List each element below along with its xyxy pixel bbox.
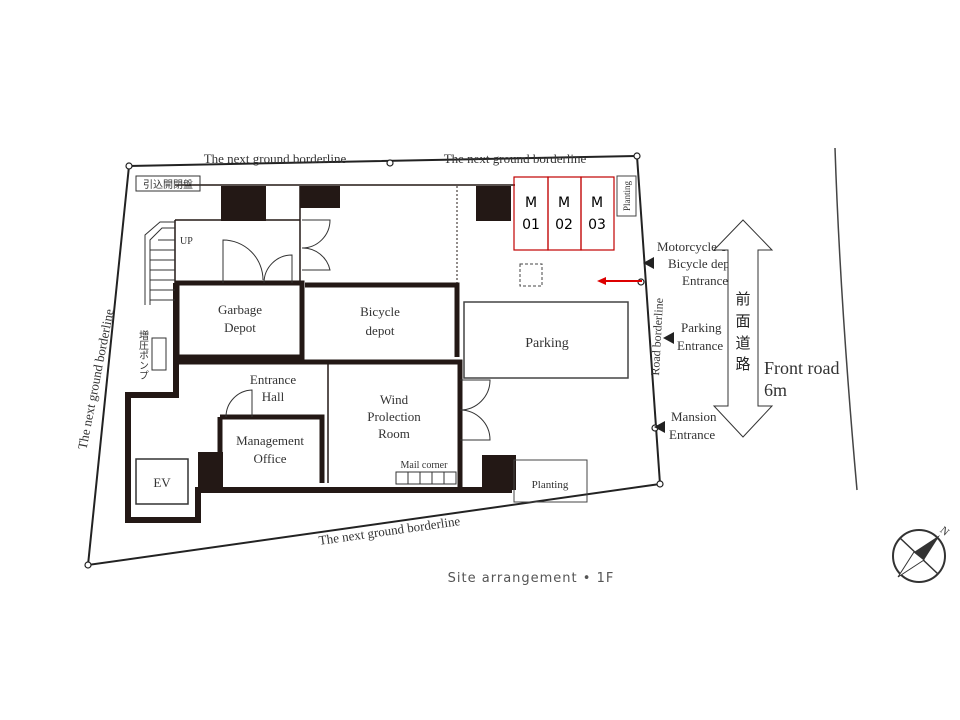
space-2-top: M [558,195,570,211]
planting-top [616,175,637,217]
parking-label: Parking [525,336,569,351]
management-label-2: Office [254,451,287,466]
moto-entrance-label: Motorcycle & [657,239,730,254]
motorcycle-spaces [513,176,615,251]
border-label-left: The next ground borderline [75,307,117,450]
border-label-top-right: The next ground borderline [444,151,587,166]
space-3-top: M [591,195,603,211]
road-edge [834,147,858,491]
moto-entrance-label-3: Entrance [682,273,728,288]
doors [222,219,491,441]
wind-room-label: Wind [380,392,409,407]
parking-entrance-label-2: Entrance [677,338,723,353]
stairs [144,221,175,305]
road-jp-4: 路 [735,355,750,373]
parking-area [463,301,629,379]
space-3-bottom: 03 [588,217,606,233]
caption: Site arrangement • 1F [448,571,615,586]
planting-bottom-label: Planting [532,479,569,491]
space-1-top: M [525,195,537,211]
panel-box [135,175,201,192]
border-label-bottom: The next ground borderline [318,513,462,548]
pump-label: 増圧ポンプ [137,329,149,380]
ev-label: EV [153,475,171,490]
up-label: UP [180,236,193,247]
panel-label: 引込開閉盤 [143,178,193,191]
road-jp-2: 面 [735,312,750,330]
planting-bottom [513,459,588,503]
motorcycle-space-labels: M 01 M 02 M 03 [522,195,606,233]
bicycle-label: Bicycle [360,304,400,319]
wind-room-label-2: Prolection [367,409,421,424]
road-japanese-label: 前 面 道 路 [735,290,750,373]
front-road-label: Front road [764,358,840,378]
space-1-bottom: 01 [522,217,540,233]
parking-entrance-label: Parking [681,320,722,335]
road-borderline-label: Road borderline [648,298,666,376]
border-label-top-left: The next ground borderline [204,151,347,166]
road-direction-arrow [712,219,774,438]
moto-entrance-label-2: Bicycle depot [668,256,740,271]
planting-top-label: Planting [622,181,632,212]
red-arrow [597,277,642,285]
dashed-marker [519,263,543,287]
management-label: Management [236,433,304,448]
mail-corner [395,471,457,485]
mansion-entrance-label: Mansion [671,409,717,424]
space-2-bottom: 02 [555,217,573,233]
road-jp-1: 前 [735,290,750,308]
elevator [135,458,189,505]
structural-columns [198,186,512,490]
entrance-markers [643,257,674,433]
pump-box [151,337,167,371]
compass-north-label: N [938,524,952,538]
front-road-width: 6m [764,380,787,400]
wind-room-label-3: Room [378,426,410,441]
mansion-entrance-label-2: Entrance [669,427,715,442]
bicycle-label-2: depot [366,323,395,338]
entrance-hall-label-2: Hall [262,389,285,404]
entrance-hall-label: Entrance [250,372,296,387]
garbage-label-2: Depot [224,320,256,335]
mail-corner-label: Mail corner [401,460,449,471]
garbage-label: Garbage [218,302,262,317]
compass-icon: N [892,524,952,583]
road-jp-3: 道 [735,334,750,352]
